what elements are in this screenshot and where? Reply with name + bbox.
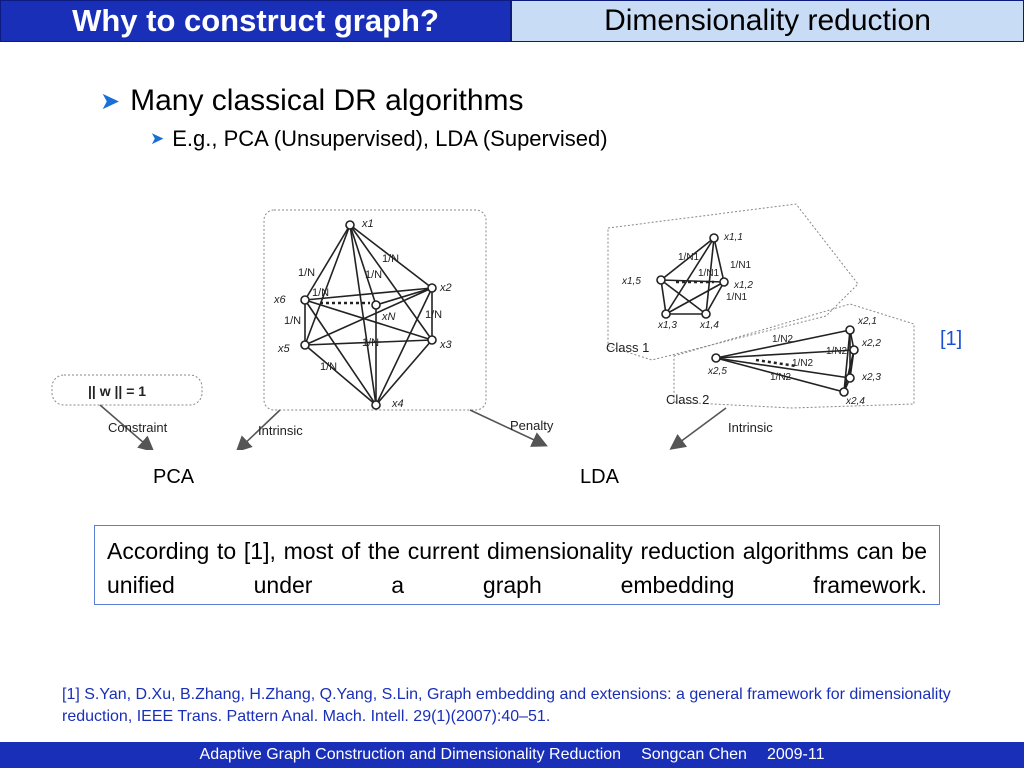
footer-title: Adaptive Graph Construction and Dimensio… [199, 746, 622, 763]
pca-node-label: x6 [273, 294, 287, 306]
reference-footnote: [1] S.Yan, D.Xu, B.Zhang, H.Zhang, Q.Yan… [62, 686, 951, 725]
class1-label: Class 1 [606, 340, 649, 355]
pca-node-label: x4 [391, 398, 404, 410]
lda-edge-label: 1/N2 [772, 334, 794, 345]
bullet-main-text: Many classical DR algorithms [130, 84, 524, 117]
class2-label: Class 2 [666, 392, 709, 407]
footer-bar: Adaptive Graph Construction and Dimensio… [0, 742, 1024, 768]
pca-node-label: x1 [361, 218, 374, 230]
pca-caption: PCA [153, 466, 195, 488]
bullet-sub: ➤ E.g., PCA (Unsupervised), LDA (Supervi… [150, 126, 608, 152]
pca-node-label: xN [381, 311, 396, 323]
pca-node-label: x2 [439, 282, 452, 294]
lda-node-label: x1,2 [733, 280, 753, 291]
pca-edge-label: 1/N [365, 269, 382, 281]
constraint-label: Constraint [108, 420, 168, 435]
pca-edge-label: 1/N [425, 309, 442, 321]
header-right-title: Dimensionality reduction [511, 0, 1024, 42]
lda-intrinsic-label: Intrinsic [728, 420, 773, 435]
lda-node-label: x2,3 [861, 372, 881, 383]
footer-author: Songcan Chen [641, 746, 747, 763]
pca-edge-label: 1/N [320, 361, 337, 373]
bullet-arrow-icon: ➤ [150, 129, 165, 148]
pca-graph-figure: || w || = 1 x1 x2 x3 x4 x5 x6 xN 1/N 1/N [51, 209, 554, 450]
lda-node-label: x2,4 [845, 396, 865, 407]
pca-node-label: x3 [439, 339, 453, 351]
lda-edge-label: 1/N1 [726, 292, 748, 303]
pca-edge-label: 1/N [382, 253, 399, 265]
pca-edge-label: 1/N [298, 267, 315, 279]
lda-edge-label: 1/N2 [826, 346, 848, 357]
lda-edge-label: 1/N2 [792, 358, 814, 369]
lda-edge-label: 1/N1 [730, 260, 752, 271]
lda-node-label: x1,5 [621, 276, 641, 287]
lda-node-label: x2,5 [707, 366, 727, 377]
lda-node-label: x2,2 [861, 338, 881, 349]
class1-region [607, 203, 859, 361]
constraint-box-text: || w || = 1 [88, 383, 146, 399]
lda-node-label: x2,1 [857, 316, 877, 327]
bullet-main: ➤ Many classical DR algorithms [100, 84, 524, 118]
header-left-title: Why to construct graph? [0, 0, 511, 42]
lda-edge-label: 1/N1 [678, 252, 700, 263]
pca-node-label: x5 [277, 343, 291, 355]
pca-edge-label: 1/N [312, 287, 329, 299]
lda-node-label: x1,4 [699, 320, 719, 331]
penalty-label: Penalty [510, 418, 554, 433]
lda-graph-figure: x1,1 x1,2 x1,3 x1,4 x1,5 x2,1 x2,2 x2,3 … [606, 203, 915, 450]
reference-marker: [1] [940, 328, 963, 350]
footer-date: 2009-11 [766, 746, 825, 763]
constraint-box [51, 374, 203, 406]
lda-node-label: x1,3 [657, 320, 677, 331]
summary-box: According to [1], most of the current di… [94, 525, 940, 605]
lda-edge-label: 1/N2 [770, 372, 792, 383]
lda-caption: LDA [580, 466, 619, 488]
pca-edge-label: 1/N [284, 315, 301, 327]
pca-edge-label: 1/N [362, 337, 379, 349]
pca-graph-box [263, 209, 487, 411]
lda-edge-label: 1/N1 [698, 268, 720, 279]
bullet-sub-text: E.g., PCA (Unsupervised), LDA (Supervise… [172, 126, 608, 151]
pca-intrinsic-label: Intrinsic [258, 423, 303, 438]
bullet-arrow-icon: ➤ [100, 87, 121, 115]
lda-node-label: x1,1 [723, 232, 743, 243]
